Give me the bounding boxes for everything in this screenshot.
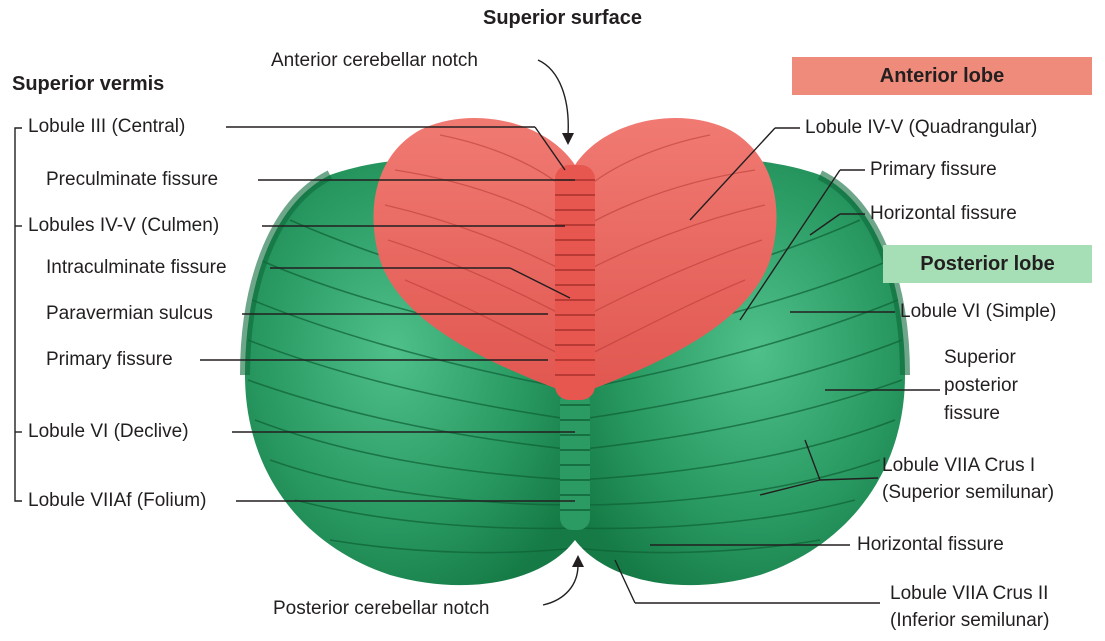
label-preculminate-fissure: Preculminate fissure bbox=[46, 169, 218, 191]
posterior-lobe-box: Posterior lobe bbox=[883, 245, 1092, 283]
label-crus-i-1: Lobule VIIA Crus I bbox=[882, 455, 1035, 477]
anterior-lobe-box: Anterior lobe bbox=[792, 57, 1092, 95]
label-primary-fissure-right: Primary fissure bbox=[870, 159, 997, 181]
label-superior-posterior-3: fissure bbox=[944, 403, 1000, 425]
label-horizontal-fissure-upper: Horizontal fissure bbox=[870, 203, 1017, 225]
label-lobule-viiaf: Lobule VIIAf (Folium) bbox=[28, 490, 206, 512]
label-anterior-notch: Anterior cerebellar notch bbox=[271, 50, 478, 72]
label-lobule-iii: Lobule III (Central) bbox=[28, 116, 185, 138]
label-lobule-vi-simple: Lobule VI (Simple) bbox=[900, 301, 1056, 323]
label-superior-posterior-2: posterior bbox=[944, 375, 1018, 397]
label-lobule-iv-v-quadrangular: Lobule IV-V (Quadrangular) bbox=[805, 117, 1037, 139]
label-horizontal-fissure-lower: Horizontal fissure bbox=[857, 534, 1004, 556]
label-crus-i-2: (Superior semilunar) bbox=[882, 482, 1054, 504]
diagram-title: Superior surface bbox=[483, 7, 642, 29]
superior-vermis-heading: Superior vermis bbox=[12, 73, 164, 95]
label-superior-posterior-1: Superior bbox=[944, 347, 1016, 369]
label-posterior-notch: Posterior cerebellar notch bbox=[273, 598, 490, 620]
label-paravermian-sulcus: Paravermian sulcus bbox=[46, 303, 213, 325]
label-intraculminate-fissure: Intraculminate fissure bbox=[46, 257, 227, 279]
label-crus-ii-2: (Inferior semilunar) bbox=[890, 610, 1049, 632]
label-primary-fissure-left: Primary fissure bbox=[46, 349, 173, 371]
label-lobule-vi-declive: Lobule VI (Declive) bbox=[28, 421, 189, 443]
label-crus-ii-1: Lobule VIIA Crus II bbox=[890, 583, 1048, 605]
label-lobules-iv-v: Lobules IV-V (Culmen) bbox=[28, 215, 219, 237]
